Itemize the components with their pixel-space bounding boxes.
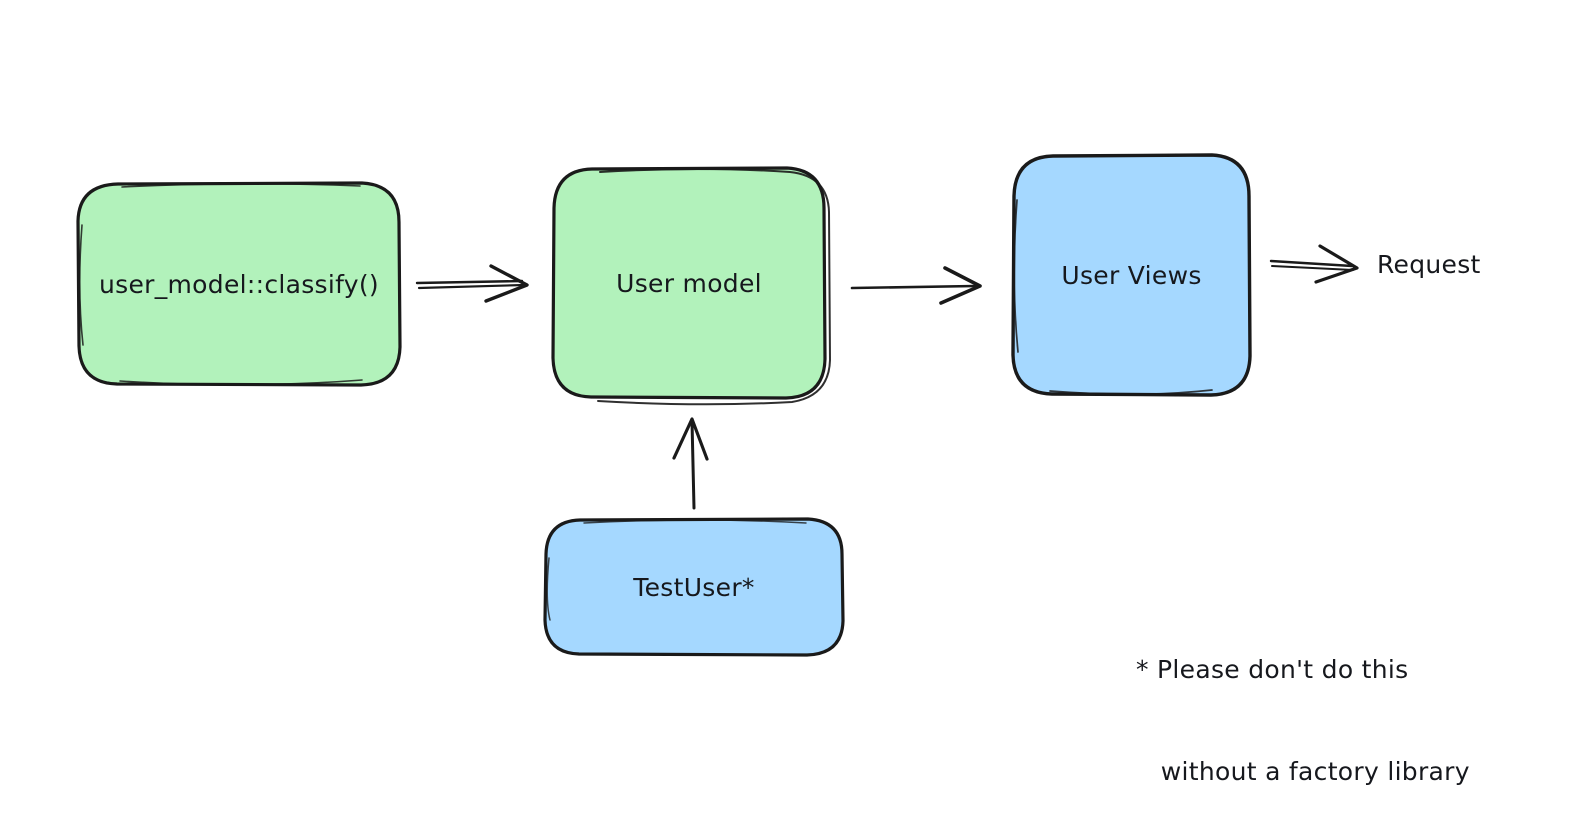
edge-classify-to-user-model [415, 264, 529, 303]
node-user-model[interactable] [551, 166, 832, 406]
node-user-views[interactable] [1011, 153, 1252, 397]
edge-user-views-to-request-shaft-2 [1271, 265, 1354, 271]
node-user-model-shape [551, 166, 827, 400]
node-user-views-shape [1011, 153, 1252, 397]
node-test-user-sketch-stroke [546, 519, 807, 621]
node-user-model-classify-sketch-stroke [78, 182, 363, 386]
edge-classify-to-user-model-shaft [415, 279, 524, 285]
edge-label-request: Request [1377, 250, 1481, 279]
node-test-user[interactable] [543, 517, 845, 657]
edge-user-views-to-request [1269, 244, 1359, 284]
edge-test-user-to-user-model-shaft [690, 419, 696, 510]
footnote: * Please don't do this without a factory… [1136, 585, 1470, 823]
edge-user-views-to-request-shaft [1269, 259, 1354, 268]
node-test-user-shape [543, 517, 845, 657]
edge-user-views-to-request-arrowhead [1314, 244, 1359, 284]
edge-test-user-to-user-model [672, 417, 709, 510]
node-user-model-classify-shape [76, 181, 402, 387]
footnote-line-2: without a factory library [1136, 757, 1470, 786]
node-user-model-sketch-stroke [597, 168, 832, 406]
edge-user-model-to-user-views-arrowhead [939, 266, 982, 305]
node-user-model-classify[interactable] [76, 181, 402, 387]
edge-user-model-to-user-views [850, 266, 982, 305]
edge-classify-to-user-model-arrowhead [484, 264, 529, 303]
edge-classify-to-user-model-shaft-2 [417, 283, 526, 290]
footnote-line-1: * Please don't do this [1136, 655, 1409, 684]
edge-test-user-to-user-model-arrowhead [672, 417, 709, 461]
diagram-canvas [76, 153, 1359, 657]
edge-user-model-to-user-views-shaft [850, 284, 977, 290]
node-user-views-sketch-stroke [1013, 199, 1213, 396]
